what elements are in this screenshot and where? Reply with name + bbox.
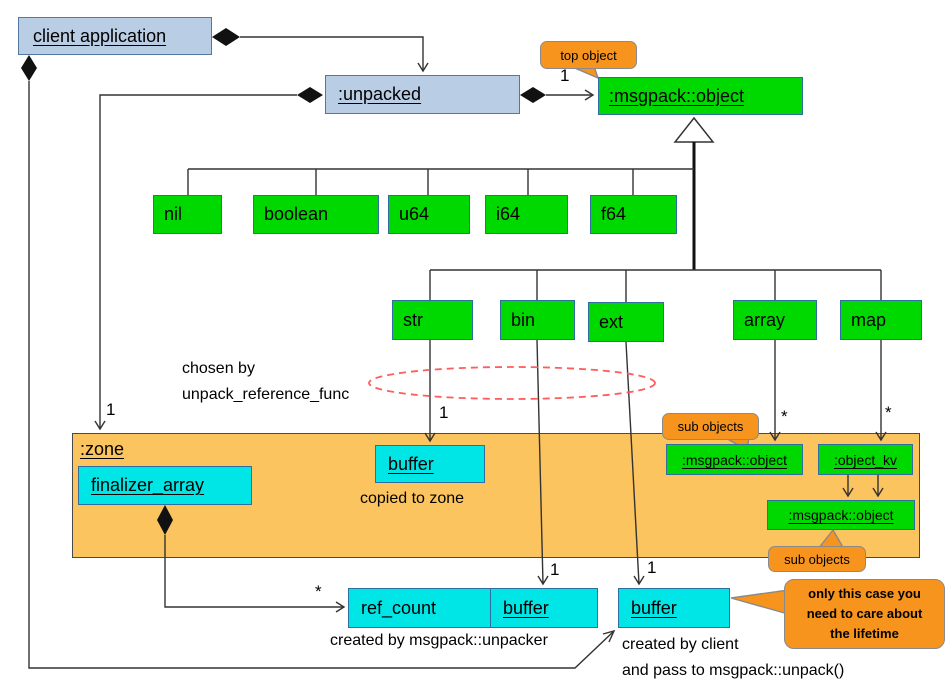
- created-by-client-annotation: created by client and pass to msgpack::u…: [622, 636, 845, 680]
- lifetime-callout-tail: [730, 589, 789, 615]
- edge-ext-to-client-buffer: [625, 341, 645, 586]
- node-nil: nil: [153, 195, 222, 234]
- arrowhead: [602, 629, 616, 643]
- node-msgpack-object: :msgpack::object: [598, 77, 803, 115]
- copied-to-zone-annotation: copied to zone: [360, 490, 465, 507]
- edge-str-to-buffer: [424, 340, 436, 443]
- multiplicity-one-top-object: 1: [560, 66, 570, 85]
- node-str: str: [392, 300, 473, 340]
- node-client-application: client application: [18, 17, 212, 55]
- edge-unpacked-to-msgpack-object: [520, 87, 595, 103]
- node-i64: i64: [485, 195, 568, 234]
- arrowhead: [633, 575, 645, 586]
- node-unpacker-buffer-record: ref_count buffer: [348, 588, 598, 628]
- inheritance-triangle: [673, 116, 715, 143]
- sub-objects-top-callout: sub objects: [662, 413, 759, 440]
- ref-count-cell: ref_count: [349, 589, 491, 627]
- node-array: array: [733, 300, 817, 340]
- node-f64: f64: [590, 195, 677, 234]
- buffer-cell: buffer: [503, 597, 549, 618]
- top-object-callout: top object: [540, 41, 637, 69]
- callout-tails: [569, 65, 846, 615]
- composition-diamond: [157, 505, 173, 535]
- chosen-by-annotation: chosen by unpack_reference_func: [182, 360, 350, 403]
- arrowhead: [872, 487, 884, 498]
- arrowhead: [424, 432, 436, 443]
- node-boolean: boolean: [253, 195, 379, 234]
- node-finalizer-array: finalizer_array: [78, 466, 252, 505]
- zone-label: :zone: [80, 439, 125, 459]
- composition-diamond: [520, 87, 546, 103]
- node-unpacked: :unpacked: [325, 75, 520, 114]
- arrowhead: [417, 62, 429, 73]
- node-u64: u64: [388, 195, 470, 234]
- multiplicity-one-bin-buffer: 1: [550, 560, 560, 579]
- edge-object-kv-to-sub-object: [842, 475, 884, 498]
- generalization-tree: [187, 116, 882, 302]
- lifetime-callout: only this case you need to care about th…: [784, 579, 945, 649]
- node-bin: bin: [500, 300, 575, 340]
- multiplicity-one-ext-buffer: 1: [647, 558, 657, 577]
- multiplicity-many-refcount: *: [315, 582, 322, 601]
- edge-client-to-unpacked: [212, 28, 429, 73]
- edge-finalizer-to-refcount: [157, 505, 346, 613]
- selection-ellipse: [368, 366, 656, 400]
- multiplicity-one-zone: 1: [106, 400, 116, 419]
- arrowhead: [335, 601, 346, 613]
- node-sub-msgpack-object-bottom: :msgpack::object: [767, 500, 915, 530]
- node-buffer-client: buffer: [618, 588, 730, 628]
- multiplicity-one-str-buffer: 1: [439, 403, 449, 422]
- arrowhead: [584, 89, 595, 101]
- sub-objects-bottom-callout: sub objects: [768, 546, 866, 572]
- created-by-unpacker-annotation: created by msgpack::unpacker: [330, 632, 548, 649]
- node-ext: ext: [588, 302, 664, 342]
- multiplicity-many-array: *: [781, 407, 788, 426]
- node-sub-msgpack-object-left: :msgpack::object: [666, 444, 803, 475]
- arrowhead: [537, 575, 549, 586]
- composition-diamond: [212, 28, 240, 46]
- composition-diamond: [297, 87, 323, 103]
- arrowhead: [769, 431, 781, 442]
- node-map: map: [840, 300, 922, 340]
- edge-unpacked-to-zone: [94, 87, 323, 431]
- edge-bin-to-unpacker-buffer: [536, 339, 549, 586]
- edge-array-to-sub-object: [769, 340, 781, 442]
- multiplicity-many-map: *: [885, 403, 892, 422]
- edge-map-to-object-kv: [875, 340, 887, 442]
- edge-client-to-buffer-client: [21, 55, 616, 669]
- composition-diamond: [21, 55, 37, 81]
- arrowhead: [875, 431, 887, 442]
- node-object-kv: :object_kv: [818, 444, 913, 475]
- arrowhead: [94, 420, 106, 431]
- node-buffer-in-zone: buffer: [375, 445, 485, 483]
- arrowhead: [842, 487, 854, 498]
